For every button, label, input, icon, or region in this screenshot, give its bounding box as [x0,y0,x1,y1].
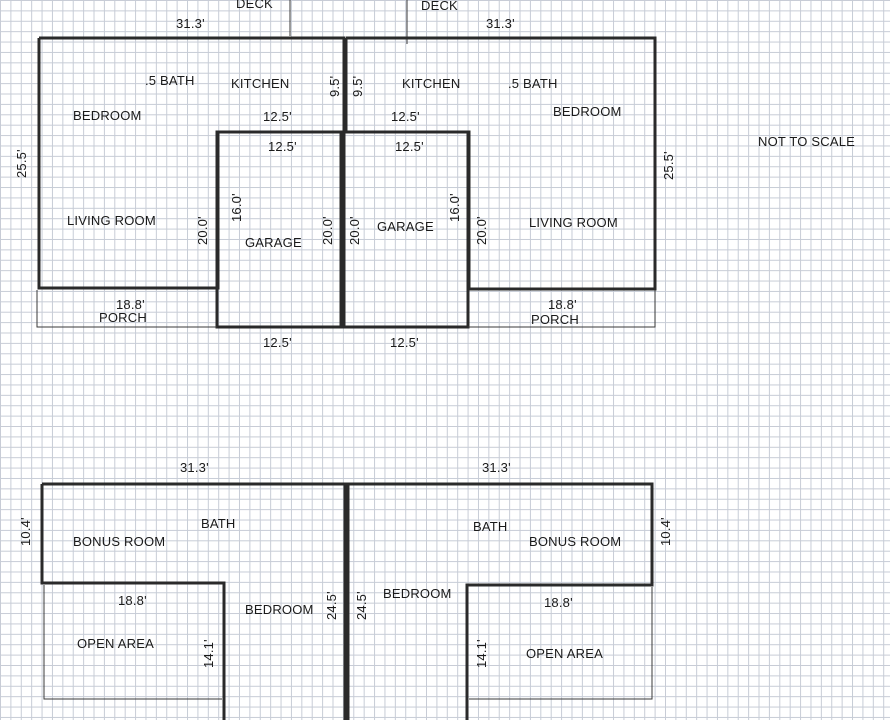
upper-right-bedroom-depth: 24.5' [354,591,369,620]
right-width-top: 31.3' [486,16,515,31]
upper-right-open-width: 18.8' [544,595,573,610]
upper-left-bedroom-depth: 24.5' [324,591,339,620]
not-to-scale-note: NOT TO SCALE [758,134,856,149]
right-garage-outline [342,130,470,329]
right-kitchen-dim: 9.5' [350,75,365,97]
right-half-bath-label: .5 BATH [508,76,558,91]
right-garage-bottom-dim: 12.5' [390,335,419,350]
left-bedroom-label: BEDROOM [73,108,142,123]
left-porch-label: PORCH [99,310,147,325]
left-garage-label: GARAGE [245,235,302,250]
left-dim-16: 16.0' [229,193,244,222]
right-kitchen-label: KITCHEN [402,76,461,91]
right-dim-12-5-b: 12.5' [395,139,424,154]
upper-right-bonus-depth: 10.4' [658,517,673,546]
right-garage-label: GARAGE [377,219,434,234]
left-dim-12-5-b: 12.5' [268,139,297,154]
upper-left-open-depth: 14.1' [201,639,216,668]
left-kitchen-dim: 9.5' [327,75,342,97]
right-porch-width: 18.8' [548,297,577,312]
left-porch-outline [36,290,217,328]
left-kitchen-label: KITCHEN [231,76,290,91]
upper-right-open-depth: 14.1' [474,639,489,668]
left-living-room-label: LIVING ROOM [67,213,156,228]
second-floor-left-outline [42,482,347,720]
right-porch-label: PORCH [531,312,579,327]
upper-left-width-top: 31.3' [180,460,209,475]
right-bedroom-label: BEDROOM [553,104,622,119]
right-dim-20-b: 20.0' [474,216,489,245]
left-bonus-room-outline [40,484,226,720]
first-floor-right-outline [344,36,657,291]
upper-left-bonus-depth: 10.4' [18,517,33,546]
left-half-bath-label: .5 BATH [145,73,195,88]
left-garage-bottom-dim: 12.5' [263,335,292,350]
upper-right-open-area-label: OPEN AREA [526,646,603,661]
upper-right-bedroom-label: BEDROOM [383,586,452,601]
upper-left-open-width: 18.8' [118,593,147,608]
right-dim-12-5-a: 12.5' [391,109,420,124]
left-garage-outline [215,130,343,329]
left-depth-dim: 25.5' [14,149,29,178]
deck-label-left: DECK [236,0,273,11]
left-porch-width: 18.8' [116,297,145,312]
left-width-top: 31.3' [176,16,205,31]
second-floor-right-outline [346,482,654,720]
right-porch-outline [468,290,656,328]
upper-left-bath-label: BATH [201,516,236,531]
left-dim-12-5-a: 12.5' [263,109,292,124]
upper-right-width-top: 31.3' [482,460,511,475]
right-living-room-label: LIVING ROOM [529,215,618,230]
upper-right-bath-label: BATH [473,519,508,534]
right-dim-16: 16.0' [447,193,462,222]
deck-label-right: DECK [421,0,458,13]
upper-left-bedroom-label: BEDROOM [245,602,314,617]
upper-left-open-area-label: OPEN AREA [77,636,154,651]
upper-left-bonus-room-label: BONUS ROOM [73,534,166,549]
left-open-area-outline [43,585,222,700]
left-dim-20-a: 20.0' [195,216,210,245]
right-open-area-outline [469,587,653,700]
left-dim-20-b: 20.0' [320,216,335,245]
right-dim-20-a: 20.0' [347,216,362,245]
right-depth-dim: 25.5' [661,151,676,180]
upper-right-bonus-room-label: BONUS ROOM [529,534,622,549]
